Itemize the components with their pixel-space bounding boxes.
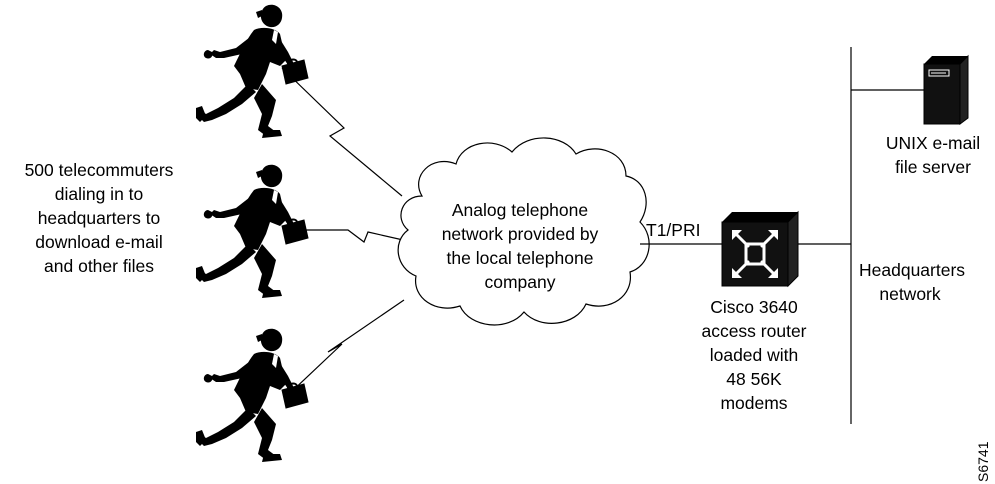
telecommuter-middle <box>195 163 309 299</box>
server-label-line: file server <box>895 157 971 177</box>
t1-pri-label: T1/PRI <box>646 220 700 240</box>
cloud-label: Analog telephone network provided by the… <box>442 200 599 292</box>
router-label-line: access router <box>701 321 806 341</box>
telecommuters-label-line: headquarters to <box>38 208 161 228</box>
figure-id: S6741 <box>975 441 991 482</box>
dialup-link-middle <box>288 229 413 243</box>
telecommuter-bottom <box>195 327 309 463</box>
hq-network-label: Headquarters network <box>859 260 965 304</box>
router-label: Cisco 3640 access router loaded with 48 … <box>701 297 806 413</box>
running-businessman-icon <box>195 163 309 299</box>
hq-network-label-line: Headquarters <box>859 260 965 280</box>
server-tower-icon <box>923 54 969 125</box>
telecommuters-label-line: and other files <box>44 256 154 276</box>
cloud-label-line: network provided by <box>442 224 599 244</box>
router-label-line: modems <box>720 393 787 413</box>
cloud-label-line: the local telephone <box>447 248 594 268</box>
server-label: UNIX e-mail file server <box>886 133 980 177</box>
router-label-line: Cisco 3640 <box>710 297 798 317</box>
telephone-network-cloud <box>397 137 650 326</box>
router-label-line: 48 56K <box>726 369 782 389</box>
telecommuter-top <box>195 3 309 140</box>
telecommuters-label-line: download e-mail <box>35 232 162 252</box>
hq-network-label-line: network <box>879 284 941 304</box>
server-label-line: UNIX e-mail <box>886 133 980 153</box>
running-businessman-icon <box>195 3 309 140</box>
running-businessman-icon <box>195 327 309 463</box>
dialup-link-bottom <box>287 299 405 396</box>
cloud-label-line: company <box>484 272 555 292</box>
telecommuters-label: 500 telecommuters dialing in to headquar… <box>25 160 174 276</box>
telecommuters-label-line: dialing in to <box>55 184 144 204</box>
router-icon <box>721 210 799 288</box>
telecommuters-label-line: 500 telecommuters <box>25 160 174 180</box>
router-label-line: loaded with <box>710 345 799 365</box>
dialup-link-top <box>281 67 403 197</box>
cloud-label-line: Analog telephone <box>452 200 588 220</box>
